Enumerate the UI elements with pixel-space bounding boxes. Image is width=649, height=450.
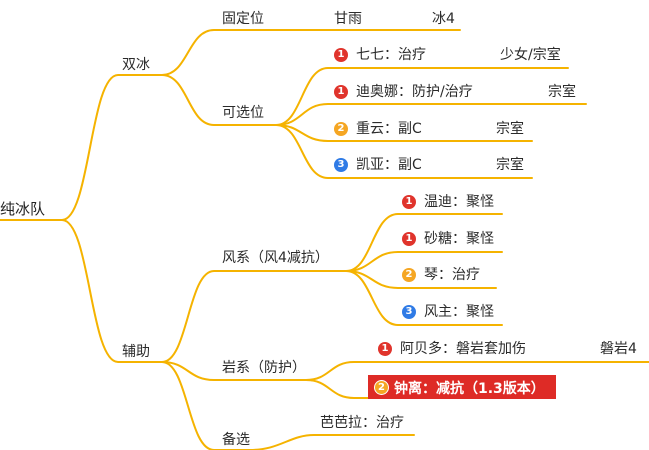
priority-badge: 1 xyxy=(334,85,348,99)
wind-item-traveler: 风主：聚怪 xyxy=(424,304,494,320)
edge-wind-3 xyxy=(345,270,497,289)
node-geo: 岩系（防护） xyxy=(222,360,306,376)
edge-shuangbing-fixed xyxy=(161,29,461,76)
optional-item-note: 宗室 xyxy=(496,121,524,137)
geo-item-note: 磐岩4 xyxy=(600,341,637,357)
edge-fuzhu-wind xyxy=(161,270,347,363)
fixed-member: 甘雨 xyxy=(334,11,362,27)
edge-geo-1 xyxy=(305,361,649,381)
node-fixed: 固定位 xyxy=(222,11,264,27)
priority-badge: 3 xyxy=(402,305,416,319)
edge-optional-1 xyxy=(275,67,569,126)
priority-badge: 1 xyxy=(402,195,416,209)
edge-wind-4 xyxy=(345,270,503,326)
edge-shuangbing-optional xyxy=(161,74,277,126)
wind-item-venti: 温迪：聚怪 xyxy=(424,194,494,210)
root-node: 纯冰队 xyxy=(0,200,46,218)
node-optional: 可选位 xyxy=(222,105,264,121)
optional-item-note: 宗室 xyxy=(496,157,524,173)
optional-item-diona: 迪奥娜：防护/治疗 xyxy=(356,84,473,100)
optional-item-qiqi: 七七：治疗 xyxy=(356,47,426,63)
backup-item-barbara: 芭芭拉：治疗 xyxy=(320,415,404,431)
fixed-note: 冰4 xyxy=(432,11,455,27)
optional-item-chongyun: 重云：副C xyxy=(356,121,422,137)
node-wind: 风系（风4减抗） xyxy=(222,250,329,266)
wind-item-jean: 琴：治疗 xyxy=(424,267,480,283)
wind-item-sucrose: 砂糖：聚怪 xyxy=(424,231,494,247)
highlighted-node-zhongli: 2 钟离：减抗（1.3版本） xyxy=(368,375,556,399)
edge-geo-2 xyxy=(305,379,369,399)
edge-root-shuangbing xyxy=(61,74,163,221)
optional-item-kaeya: 凯亚：副C xyxy=(356,157,422,173)
edge-optional-2 xyxy=(275,103,587,126)
optional-item-note: 少女/宗室 xyxy=(500,47,561,63)
edge-optional-3 xyxy=(275,124,533,142)
edge-root-fuzhu xyxy=(61,219,163,363)
priority-badge: 2 xyxy=(374,380,389,395)
edge-fuzhu-geo xyxy=(161,361,307,381)
node-fuzhu: 辅助 xyxy=(122,344,150,360)
optional-item-note: 宗室 xyxy=(548,84,576,100)
priority-badge: 1 xyxy=(402,232,416,246)
edge-fuzhu-backup xyxy=(161,361,251,450)
priority-badge: 1 xyxy=(378,342,392,356)
priority-badge: 3 xyxy=(334,158,348,172)
priority-badge: 1 xyxy=(334,48,348,62)
geo-item-zhongli: 钟离：减抗（1.3版本） xyxy=(394,381,545,397)
edge-backup-1 xyxy=(249,434,415,450)
priority-badge: 2 xyxy=(402,268,416,282)
edge-wind-1 xyxy=(345,213,503,272)
priority-badge: 2 xyxy=(334,122,348,136)
node-shuangbing: 双冰 xyxy=(122,57,150,73)
edge-optional-4 xyxy=(275,124,533,179)
node-backup: 备选 xyxy=(222,432,250,448)
edge-wind-2 xyxy=(345,251,503,272)
geo-item-albedo: 阿贝多：磐岩套加伤 xyxy=(400,341,526,357)
